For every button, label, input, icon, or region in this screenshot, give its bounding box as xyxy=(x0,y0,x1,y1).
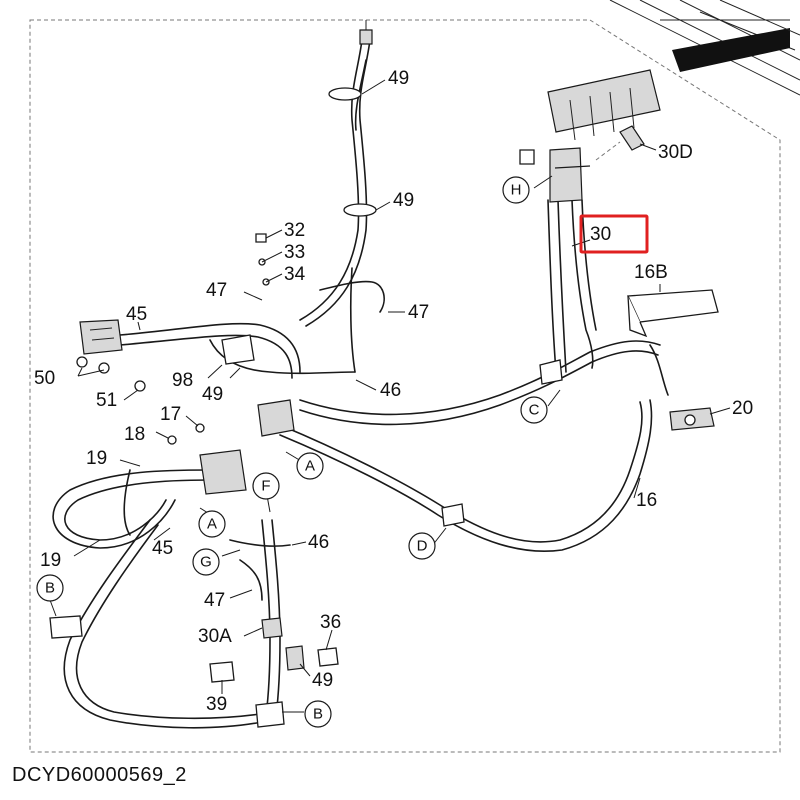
svg-text:G: G xyxy=(200,554,212,571)
vehicle-body-fragment xyxy=(609,0,800,96)
label-45-bottom: 45 xyxy=(152,538,173,559)
highlight-box-30 xyxy=(579,214,649,254)
callout-F: F xyxy=(252,472,280,500)
callout-B-bottom: B xyxy=(304,700,332,728)
label-18: 18 xyxy=(124,424,145,445)
callout-B-left: B xyxy=(36,574,64,602)
label-19-bottom: 19 xyxy=(40,550,61,571)
label-39: 39 xyxy=(206,694,227,715)
svg-text:D: D xyxy=(417,538,428,555)
label-49-middle: 49 xyxy=(202,384,223,405)
label-49-top: 49 xyxy=(388,68,409,89)
components xyxy=(49,20,719,728)
label-16B: 16B xyxy=(634,262,668,283)
callout-H: H xyxy=(502,176,530,204)
callout-G: G xyxy=(192,548,220,576)
label-98: 98 xyxy=(172,370,193,391)
svg-text:A: A xyxy=(305,458,315,475)
label-34: 34 xyxy=(284,264,306,285)
svg-text:C: C xyxy=(529,402,540,419)
frame-border xyxy=(29,19,781,753)
label-17: 17 xyxy=(160,404,181,425)
label-47-left: 47 xyxy=(206,280,227,301)
label-30A: 30A xyxy=(198,626,232,647)
svg-text:A: A xyxy=(207,516,217,533)
svg-text:H: H xyxy=(511,182,522,199)
label-46-right: 46 xyxy=(380,380,401,401)
label-49-lower: 49 xyxy=(312,670,333,691)
svg-text:F: F xyxy=(261,478,270,495)
callout-C: C xyxy=(520,396,548,424)
label-33: 33 xyxy=(284,242,305,263)
label-47-right: 47 xyxy=(408,302,429,323)
harness-wires xyxy=(52,39,669,729)
label-50: 50 xyxy=(34,368,55,389)
label-30: 30 xyxy=(590,224,611,245)
label-20: 20 xyxy=(732,398,753,419)
svg-text:B: B xyxy=(313,706,323,723)
label-32: 32 xyxy=(284,220,305,241)
label-51: 51 xyxy=(96,390,117,411)
label-36: 36 xyxy=(320,612,341,633)
label-30D: 30D xyxy=(658,142,693,163)
label-19-top: 19 xyxy=(86,448,107,469)
label-46-lower: 46 xyxy=(308,532,329,553)
svg-text:B: B xyxy=(45,580,55,597)
label-16: 16 xyxy=(636,490,657,511)
label-49-upper: 49 xyxy=(393,190,414,211)
callout-A-upper: A xyxy=(296,452,324,480)
callout-D: D xyxy=(408,532,436,560)
callout-letters: H C A A F G D B xyxy=(36,176,548,728)
part-labels: 49 49 32 33 34 47 47 45 50 98 49 46 51 1… xyxy=(34,68,753,715)
label-45-top: 45 xyxy=(126,304,147,325)
callout-A-lower: A xyxy=(198,510,226,538)
label-47-lower: 47 xyxy=(204,590,225,611)
diagram-code: DCYD60000569_2 xyxy=(12,764,187,786)
